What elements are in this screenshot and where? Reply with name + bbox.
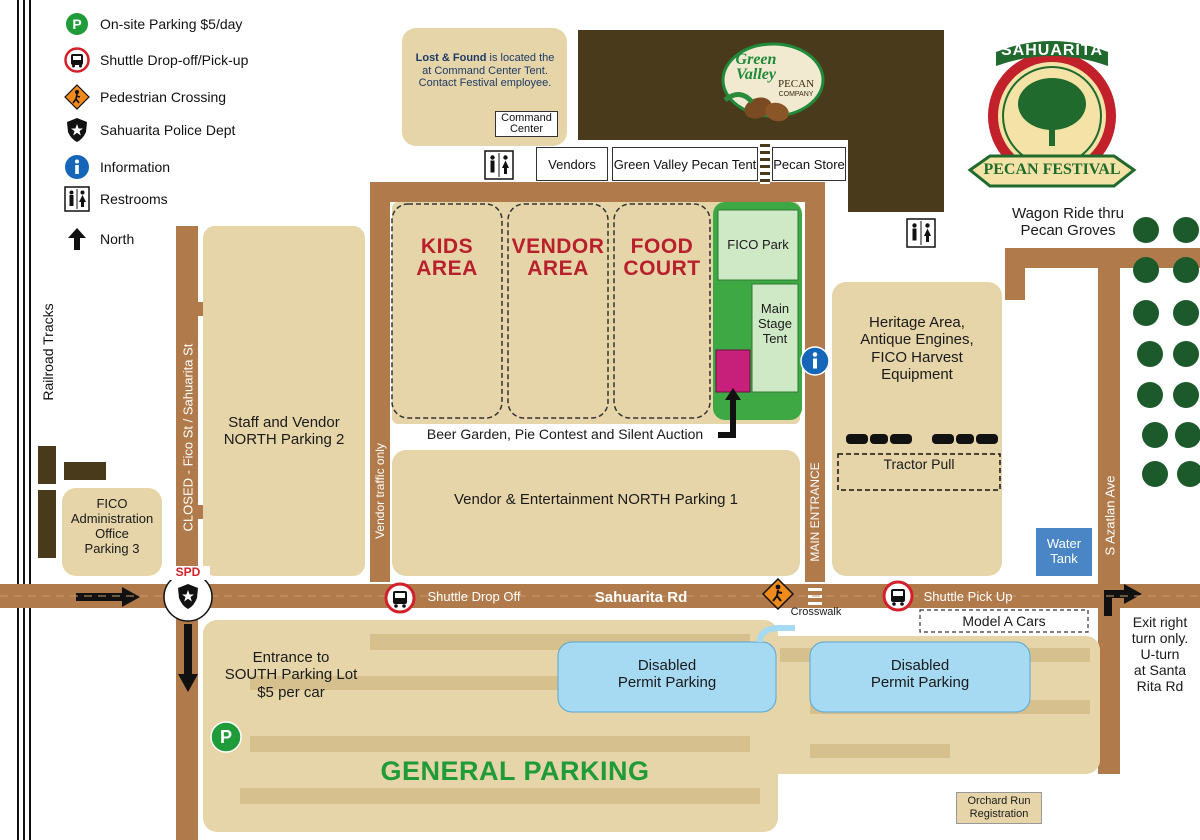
legend-label: Restrooms [100,191,168,207]
water-tank-label: Water Tank [1046,536,1082,566]
main-stage-label: Main Stage Tent [758,301,792,346]
general-parking-title: GENERAL PARKING [380,756,650,786]
shuttle-pick-up-label: Shuttle Pick Up [923,589,1013,604]
lost-found-bold: Lost & Found [415,52,487,64]
shuttle-icon [882,580,914,617]
pecan-store-box: Pecan Store [772,147,846,181]
orchard-run-registration: Orchard Run Registration [956,792,1042,824]
pedestrian-crossing-icon [761,577,795,615]
legend-north: North [64,226,134,252]
crosswalk-label: Crosswalk [790,606,842,618]
water-tank [1036,528,1092,576]
green-valley-logo-art [721,42,825,122]
fico-park-green [713,202,802,420]
festival-logo-top: SAHUARITA [1000,42,1104,59]
north-parking-1-label: Vendor & Entertainment NORTH Parking 1 [453,491,739,508]
model-a-box [919,609,1089,633]
shuttle-icon [384,582,416,619]
lost-found-text2: at Command Center Tent. [422,64,548,77]
sahuarita-rd-label: Sahuarita Rd [594,589,688,606]
legend-label: On-site Parking $5/day [100,16,243,32]
model-a-label: Model A Cars [962,613,1046,629]
disabled-parking [557,625,1031,713]
wagon-ride-label: Wagon Ride thru Pecan Groves [1011,205,1124,240]
crosswalk-stripes-north [760,140,770,184]
shuttle-icon [64,47,90,73]
north-arrow-icon [64,226,90,252]
legend-shuttle: Shuttle Drop-off/Pick-up [64,47,248,73]
lost-found-text1: is located the [486,52,555,64]
legend-parking: P On-site Parking $5/day [64,11,242,37]
north-parking-2-label: Staff and Vendor NORTH Parking 2 [223,414,345,449]
green-valley-company-text: COMPANY [778,91,814,98]
pedestrian-crossing-icon [64,84,90,110]
police-icon [64,117,90,143]
legend-label: Shuttle Drop-off/Pick-up [100,52,249,68]
legend-restroom: Restrooms [64,186,168,212]
kids-area-title: KIDS AREA [416,235,478,281]
azatlan-ave-label: S Azatlan Ave [1102,475,1118,556]
parking-icon: P [210,721,242,758]
area-boxes [391,203,711,419]
disabled-parking-label-1: Disabled Permit Parking [617,657,717,692]
vendors-box: Vendors [536,147,608,181]
legend-label: Pedestrian Crossing [100,89,227,105]
south-entrance-label: Entrance to SOUTH Parking Lot $5 per car [224,649,358,701]
vendor-area-title: VENDOR AREA [511,235,605,281]
sahuarita-pecan-festival-logo: SAHUARITA PECAN FESTIVAL [966,30,1138,190]
legend-crossing: Pedestrian Crossing [64,84,226,110]
restroom-icon [484,150,514,185]
parking-icon: P [64,11,90,37]
legend-label: Information [100,159,171,175]
information-icon [64,154,90,180]
fico-office-label: FICO Administration Office Parking 3 [70,496,154,556]
direction-arrows [76,388,1142,692]
railroad-tracks-label: Railroad Tracks [40,303,56,401]
vendor-traffic-label: Vendor traffic only [373,443,387,539]
legend-label: Sahuarita Police Dept [100,122,236,138]
green-valley-pecan-tent-box: Green Valley Pecan Tent [612,147,758,181]
food-court-title: FOOD COURT [623,235,701,281]
legend-label: North [100,231,135,247]
tractor-pull-area [837,434,1001,491]
svg-text:P: P [220,727,232,747]
spd-label: SPD [166,565,210,580]
railroad-tracks [17,0,31,840]
restroom-icon [64,186,90,212]
lost-found-note: Lost & Found is located the at Command C… [408,52,562,90]
legend-info: Information [64,154,170,180]
heritage-area-label: Heritage Area, Antique Engines, FICO Har… [860,314,974,383]
fico-buildings [38,446,106,558]
fico-st-label: CLOSED - Fico St / Sahuarita St [180,343,196,532]
information-icon [800,346,830,381]
beer-garden-label: Beer Garden, Pie Contest and Silent Auct… [426,426,704,442]
pecan-trees [1133,217,1200,487]
restroom-icon [906,218,936,253]
green-valley-pecan-text: PECAN [777,78,815,90]
disabled-parking-label-2: Disabled Permit Parking [870,657,970,692]
command-center-box: Command Center [495,111,558,137]
legend-police: Sahuarita Police Dept [64,117,235,143]
tractor-pull-label: Tractor Pull [883,456,955,472]
lost-found-text3: Contact Festival employee. [418,77,552,90]
shuttle-drop-off-label: Shuttle Drop Off [427,589,521,604]
festival-logo-art [967,41,1137,188]
fico-park-label: FICO Park [727,237,789,252]
exit-note-label: Exit right turn only. U-turn at Santa Ri… [1131,614,1189,695]
festival-logo-bottom: PECAN FESTIVAL [983,161,1121,178]
svg-text:P: P [72,16,81,32]
main-entrance-label: MAIN ENTRANCE [808,462,822,562]
pecan-company-building [578,30,944,212]
